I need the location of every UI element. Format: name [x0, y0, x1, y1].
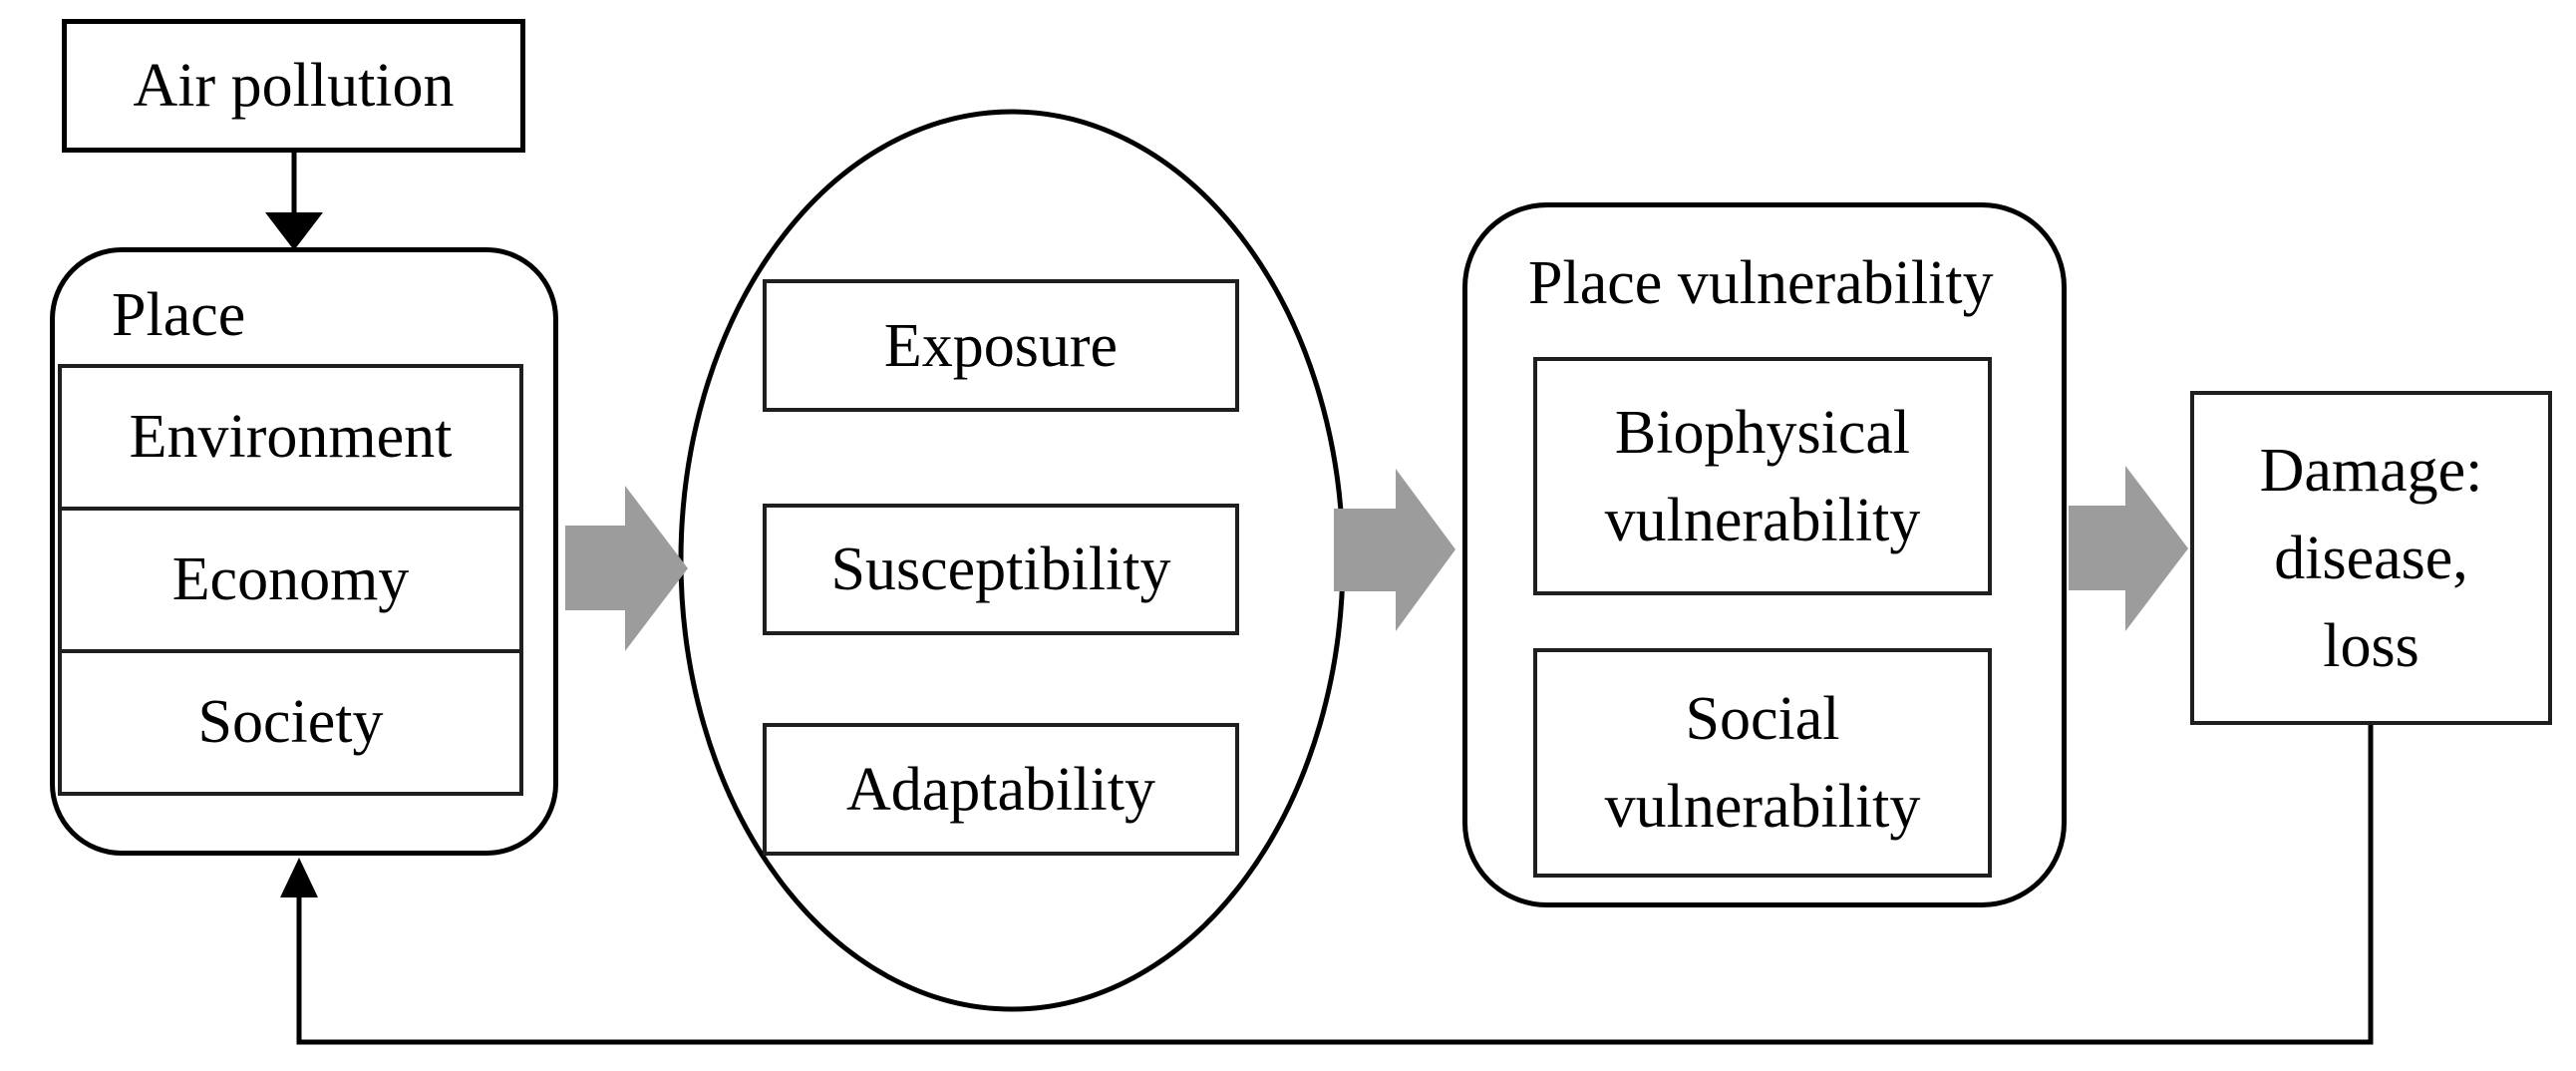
place-item-society: Society — [62, 649, 519, 792]
arrow-air-to-place-icon — [265, 153, 323, 250]
place-label: Place — [112, 281, 246, 349]
damage-label-line-3: loss — [2323, 611, 2419, 680]
exposure-node: Exposure — [763, 279, 1239, 412]
place-item-environment: Environment — [62, 368, 519, 507]
place-vulnerability-label: Place vulnerability — [1528, 249, 1994, 317]
arrow-place-to-factors-icon — [565, 486, 688, 651]
biophysical-vulnerability-node: Biophysical vulnerability — [1533, 357, 1992, 595]
arrow-damage-to-place-feedback-icon — [280, 725, 2374, 1045]
air-pollution-label: Air pollution — [133, 52, 455, 120]
place-components-stack: Environment Economy Society — [58, 364, 523, 796]
susceptibility-node: Susceptibility — [763, 504, 1239, 635]
adaptability-node: Adaptability — [763, 723, 1239, 856]
damage-label-line-2: disease, — [2274, 524, 2468, 592]
social-label-line-2: vulnerability — [1604, 773, 1921, 841]
air-pollution-node: Air pollution — [62, 19, 525, 153]
arrow-factors-to-vulnerability-icon — [1334, 469, 1455, 631]
economy-label: Economy — [171, 545, 410, 613]
biophysical-label-line-2: vulnerability — [1604, 486, 1921, 554]
social-label-line-1: Social — [1685, 685, 1840, 753]
environment-label: Environment — [129, 403, 453, 471]
arrow-vulnerability-to-damage-icon — [2069, 466, 2188, 631]
social-vulnerability-node: Social vulnerability — [1533, 648, 1992, 878]
place-item-economy: Economy — [62, 507, 519, 649]
damage-node: Damage: disease, loss — [2190, 391, 2552, 725]
biophysical-label-line-1: Biophysical — [1614, 398, 1911, 467]
damage-label-line-1: Damage: — [2259, 436, 2483, 505]
exposure-label: Exposure — [883, 311, 1119, 380]
susceptibility-label: Susceptibility — [830, 536, 1171, 603]
adaptability-label: Adaptability — [846, 755, 1155, 824]
society-label: Society — [197, 688, 384, 756]
